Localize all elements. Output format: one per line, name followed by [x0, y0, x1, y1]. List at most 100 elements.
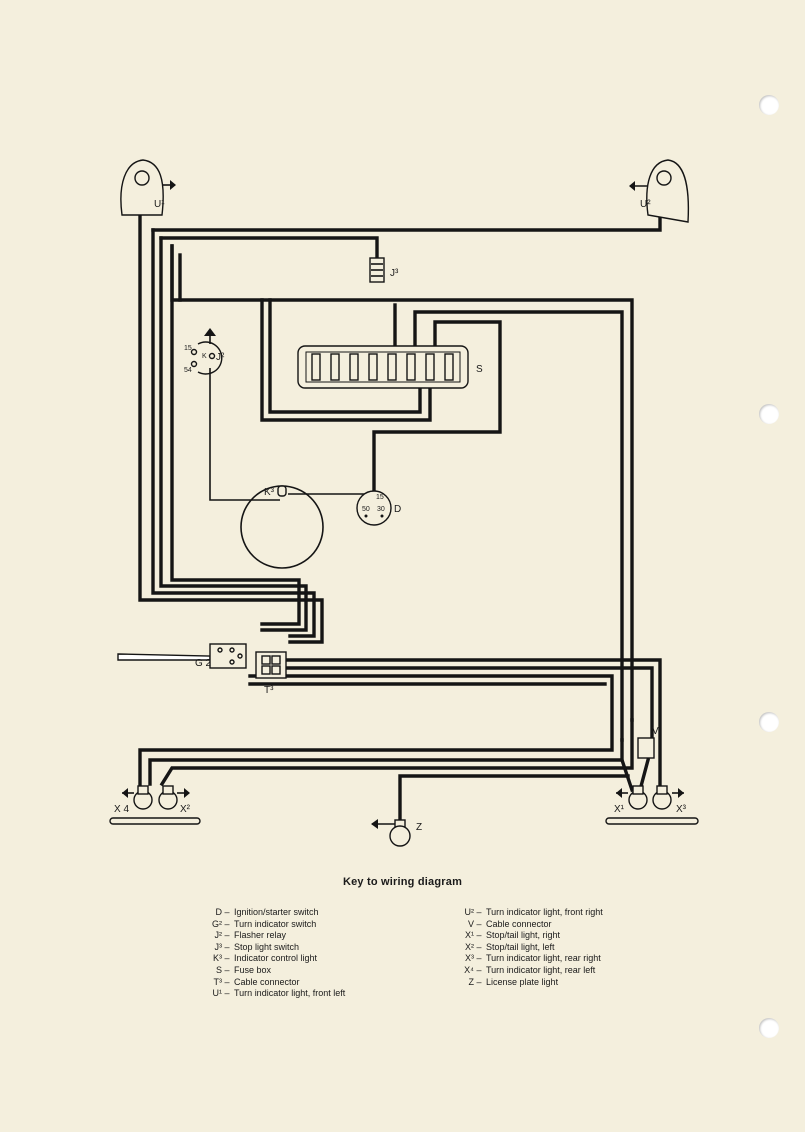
key-description: Stop light switch — [234, 941, 300, 952]
key-row: K³ – Indicator control light — [196, 953, 345, 965]
flasher-relay: 15 K 54 J² — [184, 328, 225, 375]
key-code: J³ — [214, 941, 223, 952]
key-code: G² — [212, 918, 222, 929]
key-dash: – — [474, 976, 485, 987]
key-dash: – — [474, 930, 485, 941]
key-row: T³ – Cable connector — [196, 977, 345, 989]
ignition-switch: 15 50 30 D — [356, 490, 401, 526]
key-dash: – — [474, 941, 485, 952]
label-x4: X 4 — [114, 804, 129, 815]
terminal-d-15: 15 — [376, 494, 384, 501]
key-dash: – — [474, 964, 485, 975]
indicator-control-light: K³ — [240, 485, 324, 569]
key-dash: – — [222, 907, 233, 917]
key-row: J³ – Stop light switch — [196, 942, 345, 954]
key-code: D — [215, 907, 223, 917]
key-code: U¹ — [212, 988, 223, 999]
key-code: X⁴ — [464, 964, 474, 975]
key-row: V – Cable connector — [448, 919, 603, 931]
terminal-d-30: 30 — [377, 506, 385, 513]
key-row: U² – Turn indicator light, front right — [448, 907, 603, 919]
fuse-box: S — [297, 345, 483, 389]
key-dash: – — [222, 941, 233, 952]
key-code: X¹ — [465, 930, 474, 941]
label-x1: X¹ — [614, 804, 625, 815]
label-g2: G 2 — [195, 658, 212, 669]
key-description: Indicator control light — [234, 953, 318, 964]
key-description: Stop/tail light, right — [486, 930, 561, 941]
label-z: Z — [416, 822, 422, 833]
key-dash: – — [222, 964, 233, 975]
key-row: X⁴ – Turn indicator light, rear left — [448, 965, 603, 977]
key-dash: – — [222, 988, 233, 999]
key-row: S – Fuse box — [196, 965, 345, 977]
label-k3: K³ — [264, 487, 275, 498]
terminal-j2-54: 54 — [184, 367, 192, 374]
label-u2: U² — [640, 199, 651, 210]
key-description: License plate light — [486, 976, 559, 987]
key-row: X³ – Turn indicator light, rear right — [448, 953, 603, 965]
stop-light-switch: J³ — [369, 257, 399, 283]
key-description: Fuse box — [234, 964, 272, 975]
label-t3: T³ — [264, 685, 274, 696]
key-code: K³ — [213, 953, 222, 964]
key-code: T³ — [213, 976, 223, 987]
binder-hole — [759, 404, 779, 424]
cable-connector-v: V — [637, 726, 659, 759]
label-s: S — [476, 364, 483, 375]
key-dash: – — [222, 930, 233, 941]
binder-hole — [759, 95, 779, 115]
binder-hole — [759, 1018, 779, 1038]
label-v: V — [652, 726, 659, 737]
label-x2: X² — [180, 804, 191, 815]
fuse-row — [311, 353, 454, 381]
key-dash: – — [474, 907, 485, 917]
label-x3: X³ — [676, 804, 687, 815]
rear-left-lights: X 4 X² — [109, 785, 201, 825]
key-title: Key to wiring diagram — [342, 876, 463, 888]
rear-right-lights: X¹ X³ — [605, 785, 699, 825]
key-code: X³ — [465, 953, 474, 964]
license-plate-light: Z — [371, 819, 422, 847]
wires — [138, 198, 662, 822]
key-code: V — [467, 918, 474, 929]
binder-hole — [759, 712, 779, 732]
label-j3: J³ — [390, 268, 399, 279]
key-dash: – — [222, 976, 233, 987]
label-d: D — [394, 504, 401, 515]
key-row: U¹ – Turn indicator light, front left — [196, 988, 346, 1000]
label-u1: U¹ — [154, 199, 165, 210]
key-row: Z – License plate light — [448, 977, 603, 989]
key-dash: – — [474, 953, 485, 964]
turn-light-front-right: U² — [629, 159, 690, 223]
key-description: Turn indicator light, front right — [486, 907, 603, 917]
cable-connector-t3: T³ — [255, 651, 287, 696]
key-description: Turn indicator switch — [234, 918, 317, 929]
key-row: G² – Turn indicator switch — [196, 919, 345, 931]
key-description: Stop/tail light, left — [486, 941, 555, 952]
label-j2: J² — [216, 352, 225, 363]
key-description: Cable connector — [234, 976, 300, 987]
key-code: J² — [214, 930, 223, 941]
key-description: Cable connector — [486, 918, 552, 929]
key-description: Turn indicator light, rear left — [486, 964, 596, 975]
key-code: U² — [464, 907, 475, 917]
key-description: Flasher relay — [234, 930, 287, 941]
turn-indicator-switch: G 2 — [117, 643, 247, 669]
key-code: S — [215, 964, 222, 975]
key-row: X¹ – Stop/tail light, right — [448, 930, 603, 942]
key-row: X² – Stop/tail light, left — [448, 942, 603, 954]
key-code: Z — [468, 976, 475, 987]
terminal-d-50: 50 — [362, 506, 370, 513]
key-row: J² – Flasher relay — [196, 930, 345, 942]
key-dash: – — [474, 918, 485, 929]
key-description: Ignition/starter switch — [234, 907, 319, 917]
key-description: Turn indicator light, front left — [234, 988, 346, 999]
turn-light-front-left: U¹ — [120, 159, 176, 216]
key-description: Turn indicator light, rear right — [486, 953, 601, 964]
key-dash: – — [222, 953, 233, 964]
key-dash: – — [222, 918, 233, 929]
